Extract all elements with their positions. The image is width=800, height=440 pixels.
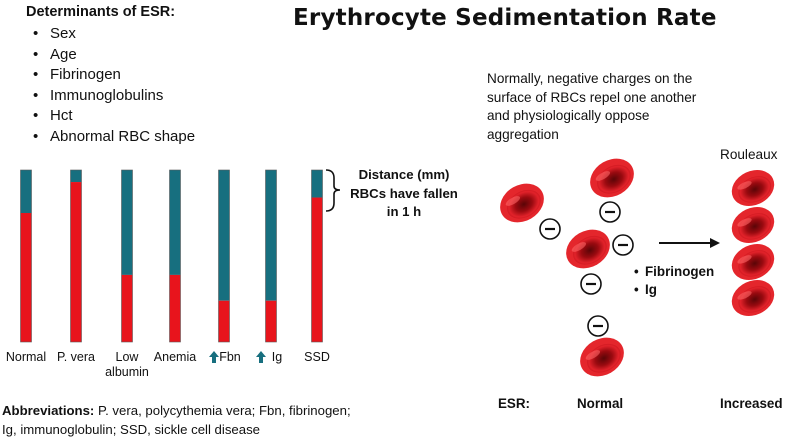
negative-charge-icon bbox=[539, 218, 561, 240]
rbc-column bbox=[70, 182, 82, 342]
tube-outline bbox=[169, 169, 181, 343]
esr-label: ESR: bbox=[498, 396, 530, 411]
tube-2 bbox=[121, 169, 133, 343]
factor-item: Fibrinogen bbox=[634, 263, 714, 281]
plasma-column bbox=[169, 170, 181, 275]
tube-label: Normal bbox=[5, 350, 47, 364]
plasma-column bbox=[70, 170, 82, 183]
red-blood-cell bbox=[580, 337, 624, 377]
rbc-column bbox=[169, 274, 181, 342]
rbc-column bbox=[218, 300, 230, 342]
negative-charge-icon bbox=[612, 234, 634, 256]
tube-outline bbox=[311, 169, 323, 343]
tube-label: Low albumin bbox=[105, 350, 149, 379]
rouleaux-label: Rouleaux bbox=[720, 147, 778, 162]
tube-outline bbox=[218, 169, 230, 343]
determinant-item: Abnormal RBC shape bbox=[33, 127, 195, 148]
determinants-heading: Determinants of ESR: bbox=[26, 4, 176, 20]
rbc-column bbox=[265, 300, 277, 342]
tube-outline bbox=[20, 169, 32, 343]
tube-label: P. vera bbox=[57, 350, 95, 364]
abbreviations-text: P. vera, polycythemia vera; Fbn, fibrino… bbox=[2, 403, 351, 437]
tube-outline bbox=[70, 169, 82, 343]
tube-3 bbox=[169, 169, 181, 343]
tube-outline bbox=[265, 169, 277, 343]
tube-1 bbox=[70, 169, 82, 343]
negative-charge-icon bbox=[599, 201, 621, 223]
rbc-column bbox=[311, 197, 323, 342]
negative-charges bbox=[539, 201, 634, 337]
increase-arrows bbox=[209, 351, 266, 363]
increased-label: Increased bbox=[720, 396, 783, 411]
rbc-column bbox=[20, 213, 32, 342]
determinant-item: Age bbox=[33, 45, 195, 66]
red-blood-cell bbox=[500, 183, 544, 223]
plasma-column bbox=[20, 170, 32, 213]
factor-item: Ig bbox=[634, 281, 714, 299]
diagram-title: Erythrocyte Sedimentation Rate bbox=[293, 5, 717, 31]
normal-label: Normal bbox=[577, 396, 624, 411]
determinant-item: Hct bbox=[33, 106, 195, 127]
red-blood-cell bbox=[731, 170, 775, 206]
red-blood-cell bbox=[731, 244, 775, 280]
distance-label: Distance (mm) RBCs have fallen in 1 h bbox=[350, 167, 458, 220]
determinant-item: Immunoglobulins bbox=[33, 86, 195, 107]
plasma-column bbox=[311, 170, 323, 198]
plasma-column bbox=[121, 170, 133, 275]
sedimentation-tubes bbox=[20, 169, 323, 343]
plasma-column bbox=[218, 170, 230, 301]
tube-label: Anemia bbox=[153, 350, 197, 364]
negative-charge-icon bbox=[587, 315, 609, 337]
red-blood-cells bbox=[500, 158, 775, 377]
aggregation-factors: Fibrinogen Ig bbox=[634, 263, 714, 299]
red-blood-cell bbox=[731, 207, 775, 243]
rbc-column bbox=[121, 274, 133, 342]
abbreviations-note: Abbreviations: P. vera, polycythemia ver… bbox=[2, 402, 357, 439]
red-blood-cell bbox=[590, 158, 634, 198]
negative-charge-note: Normally, negative charges on the surfac… bbox=[487, 71, 697, 142]
negative-charge-icon bbox=[580, 273, 602, 295]
determinant-item: Sex bbox=[33, 24, 195, 45]
tube-0 bbox=[20, 169, 32, 343]
tube-label: Ig bbox=[271, 350, 283, 364]
tube-4 bbox=[218, 169, 230, 343]
plasma-column bbox=[265, 170, 277, 301]
tube-6 bbox=[311, 169, 323, 343]
aggregation-arrow bbox=[659, 238, 720, 248]
tube-outline bbox=[121, 169, 133, 343]
increase-arrow-icon bbox=[209, 351, 219, 363]
determinant-item: Fibrinogen bbox=[33, 65, 195, 86]
increase-arrow-icon bbox=[256, 351, 266, 363]
red-blood-cell bbox=[566, 229, 610, 269]
determinants-list: Sex Age Fibrinogen Immunoglobulins Hct A… bbox=[33, 24, 195, 148]
abbreviations-heading: Abbreviations: bbox=[2, 403, 95, 418]
distance-bracket bbox=[325, 169, 341, 212]
red-blood-cell bbox=[731, 280, 775, 316]
tube-label: Fbn bbox=[219, 350, 241, 364]
tube-5 bbox=[265, 169, 277, 343]
tube-label: SSD bbox=[304, 350, 330, 364]
